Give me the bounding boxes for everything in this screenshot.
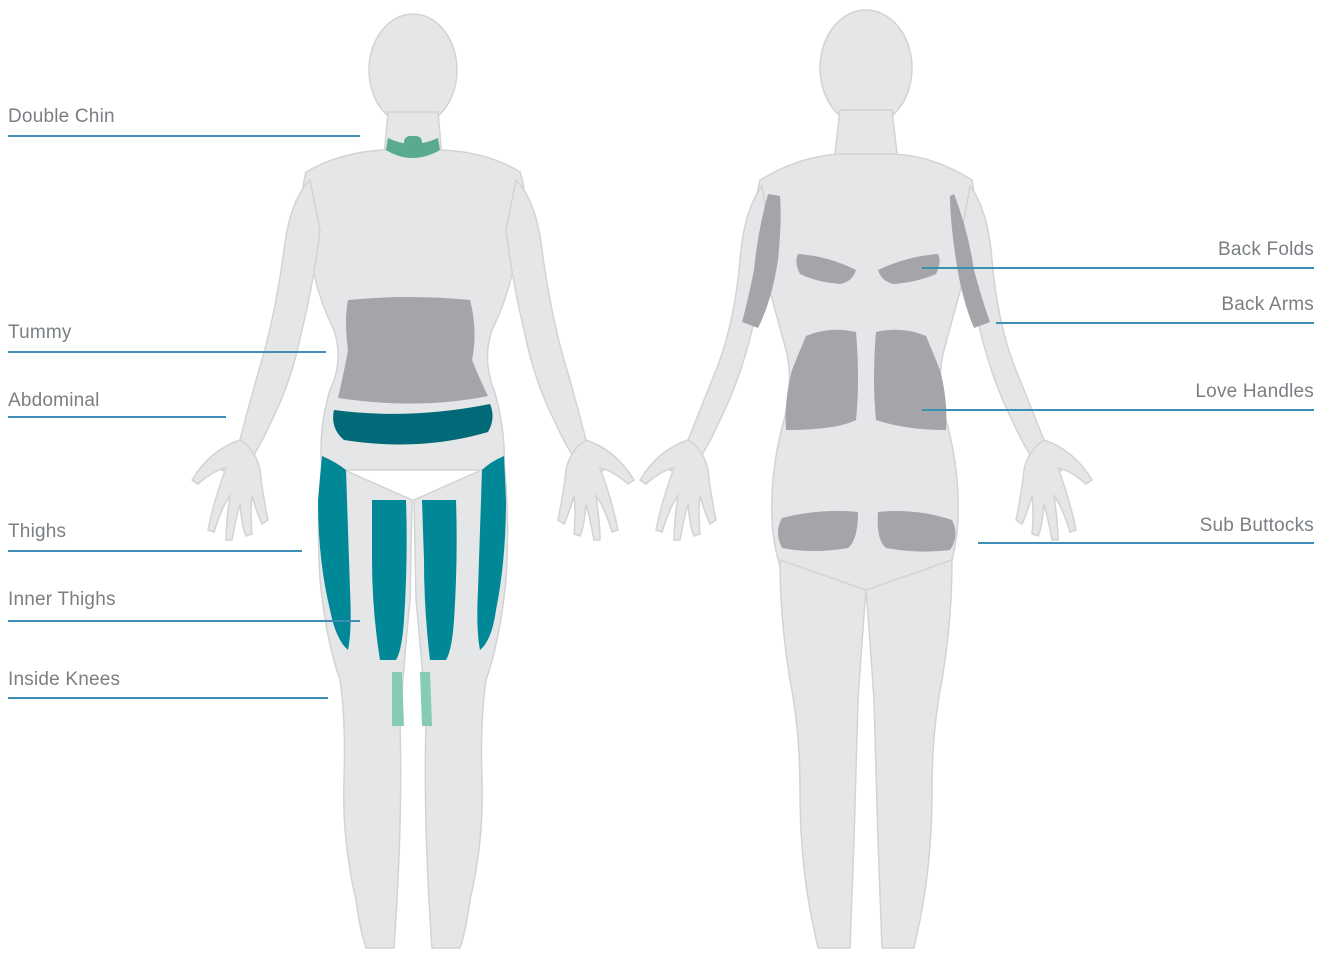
leader-line-sub-buttocks [978,542,1314,544]
label-thighs: Thighs [8,521,66,543]
label-back-arms: Back Arms [1221,294,1314,316]
zone-inner-thigh-left [372,500,407,660]
label-inside-knees: Inside Knees [8,669,120,691]
label-inner-thighs: Inner Thighs [8,589,116,611]
back-figure [640,10,1092,948]
leader-line-love-handles [922,409,1314,411]
zone-tummy [338,297,488,404]
zone-thigh-right [477,456,506,650]
leader-line-inside-knees [8,697,328,699]
label-double-chin: Double Chin [8,106,115,128]
leader-line-back-arms [996,322,1314,324]
label-love-handles: Love Handles [1195,381,1314,403]
zone-knee-right [420,672,432,726]
leader-line-tummy [8,351,326,353]
leader-line-back-folds [922,267,1314,269]
label-sub-buttocks: Sub Buttocks [1200,515,1314,537]
label-tummy: Tummy [8,322,72,344]
label-abdominal: Abdominal [8,390,100,412]
zone-sub-buttock-left [778,511,858,551]
leader-line-double-chin [8,135,360,137]
leader-line-inner-thighs [8,620,360,622]
leader-line-abdominal [8,416,226,418]
zone-knee-left [392,672,404,726]
zone-double-chin-centre [404,136,422,150]
leader-line-thighs [8,550,302,552]
label-back-folds: Back Folds [1218,239,1314,261]
